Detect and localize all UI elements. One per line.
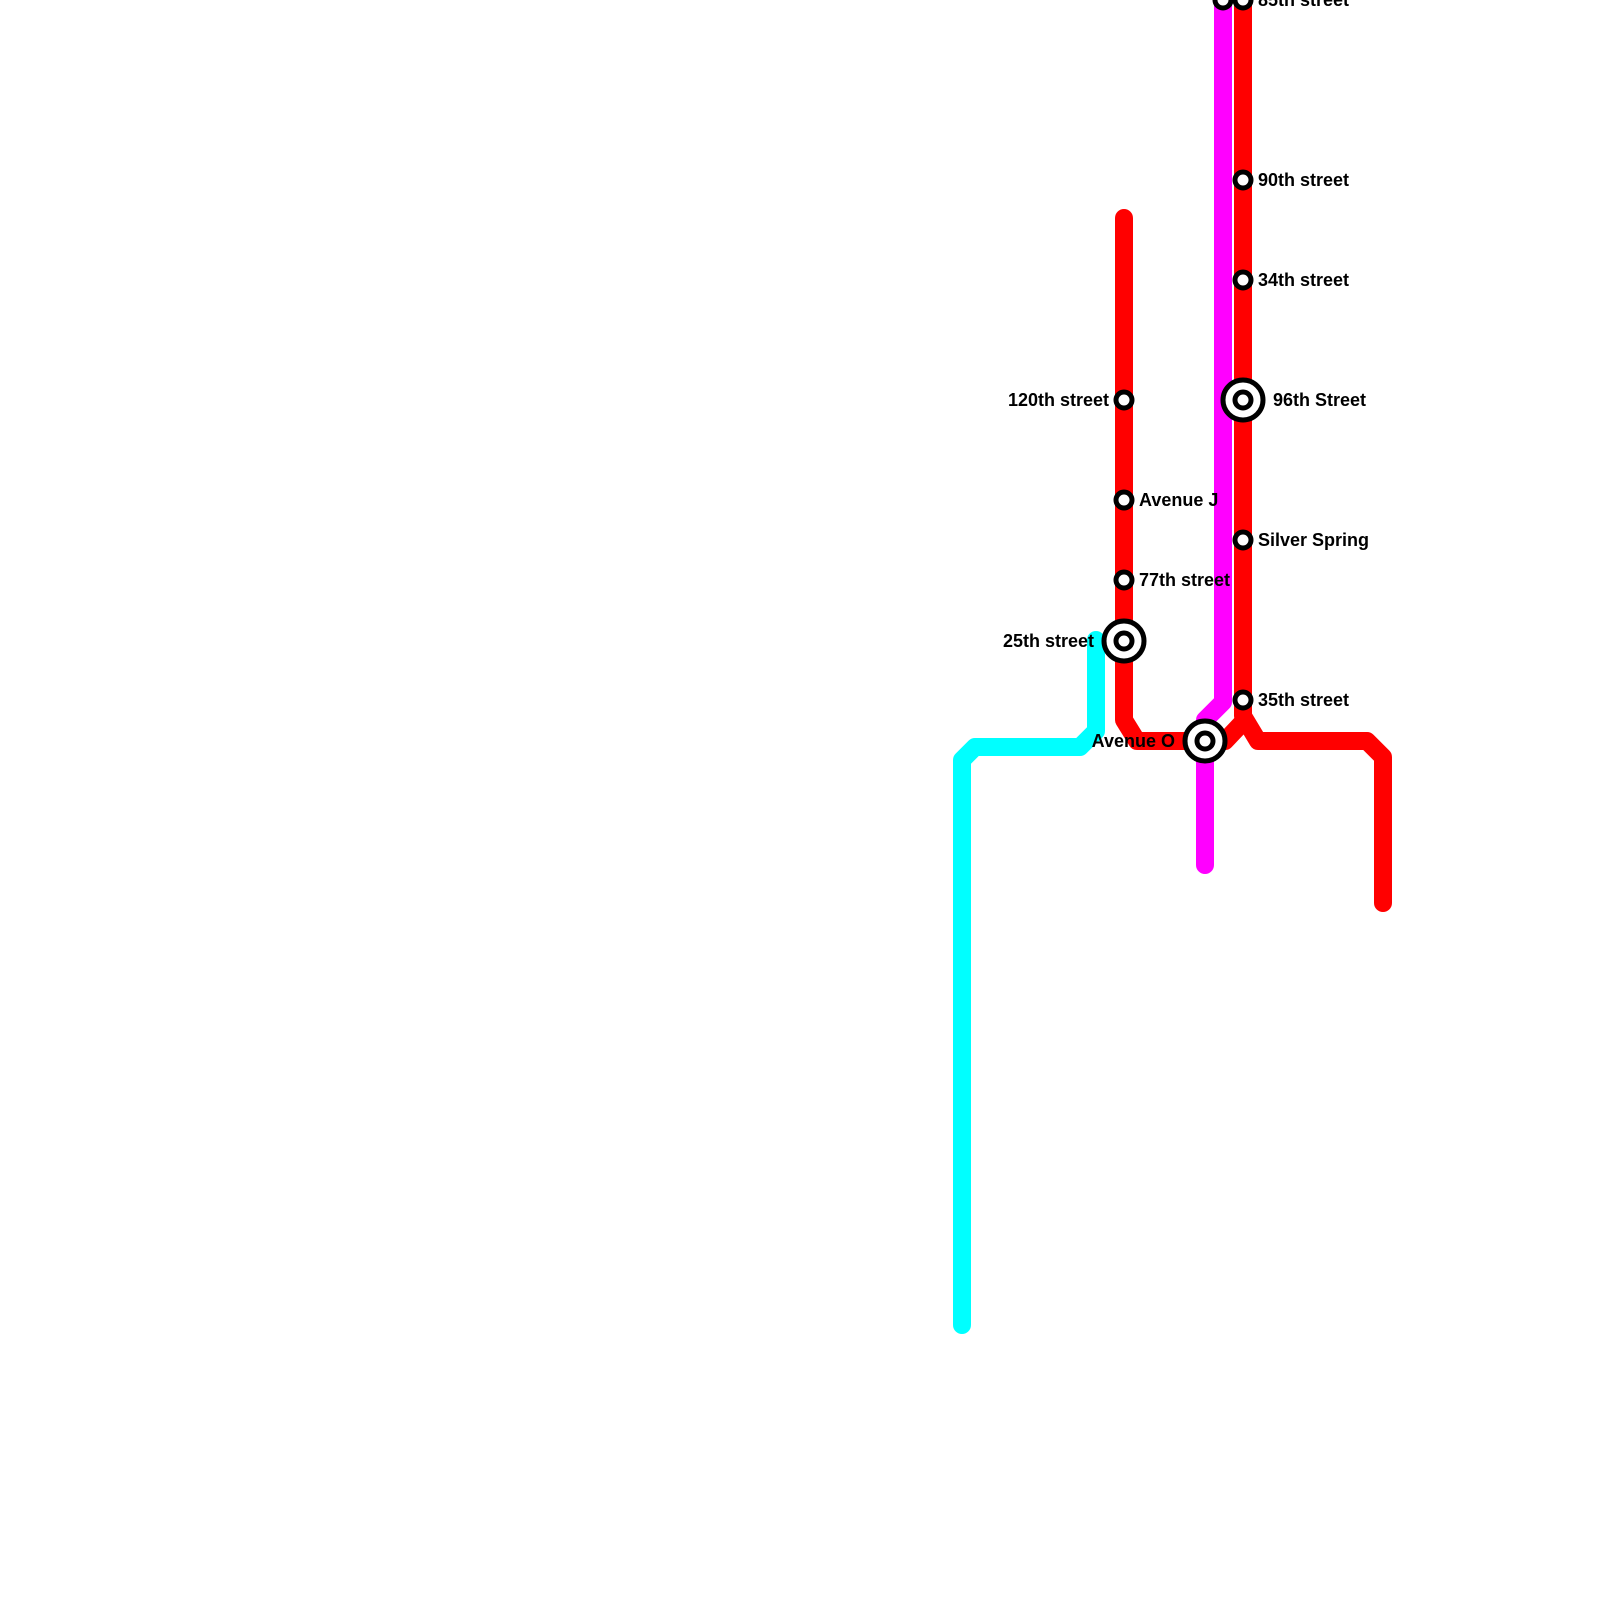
station-silver-spring[interactable]: Silver Spring: [1232, 529, 1369, 551]
station-marker: [1113, 389, 1135, 411]
station-marker: [1232, 169, 1254, 191]
station-85th-street[interactable]: 85th street: [1212, 0, 1349, 11]
station-77th-street[interactable]: 77th street: [1113, 569, 1230, 591]
cyan-line: [953, 631, 1105, 1334]
station-marker: [1232, 529, 1254, 551]
station-marker: [1113, 569, 1135, 591]
station-90th-street[interactable]: 90th street: [1232, 169, 1349, 191]
station-label: 120th street: [1008, 390, 1109, 410]
station-label: 34th street: [1258, 270, 1349, 290]
station-label: 85th street: [1258, 0, 1349, 10]
station-label: 96th Street: [1273, 390, 1366, 410]
interchange-marker-inner: [1232, 389, 1254, 411]
station-avenue-j[interactable]: Avenue J: [1113, 489, 1218, 511]
station-label: 25th street: [1003, 631, 1094, 651]
station-label: Avenue J: [1139, 490, 1218, 510]
station-96th-street[interactable]: 96th Street: [1220, 377, 1366, 423]
red-line-west-branch: [1115, 209, 1214, 750]
interchange-marker-inner: [1194, 730, 1216, 752]
station-34th-street[interactable]: 34th street: [1232, 269, 1349, 291]
station-label: 77th street: [1139, 570, 1230, 590]
station-label: 35th street: [1258, 690, 1349, 710]
station-marker: [1212, 0, 1234, 11]
station-marker: [1232, 689, 1254, 711]
station-label: Avenue O: [1092, 731, 1175, 751]
station-marker: [1232, 0, 1254, 11]
station-35th-street[interactable]: 35th street: [1232, 689, 1349, 711]
station-marker: [1113, 489, 1135, 511]
red-line-trunk: [1234, 0, 1392, 912]
station-25th-street[interactable]: 25th street: [1003, 618, 1147, 664]
magenta-line: [1196, 0, 1232, 874]
station-avenue-o[interactable]: Avenue O: [1092, 718, 1228, 764]
station-label: Silver Spring: [1258, 530, 1369, 550]
station-marker: [1232, 269, 1254, 291]
station-120th-street[interactable]: 120th street: [1008, 389, 1135, 411]
station-label: 90th street: [1258, 170, 1349, 190]
interchange-marker-inner: [1113, 630, 1135, 652]
